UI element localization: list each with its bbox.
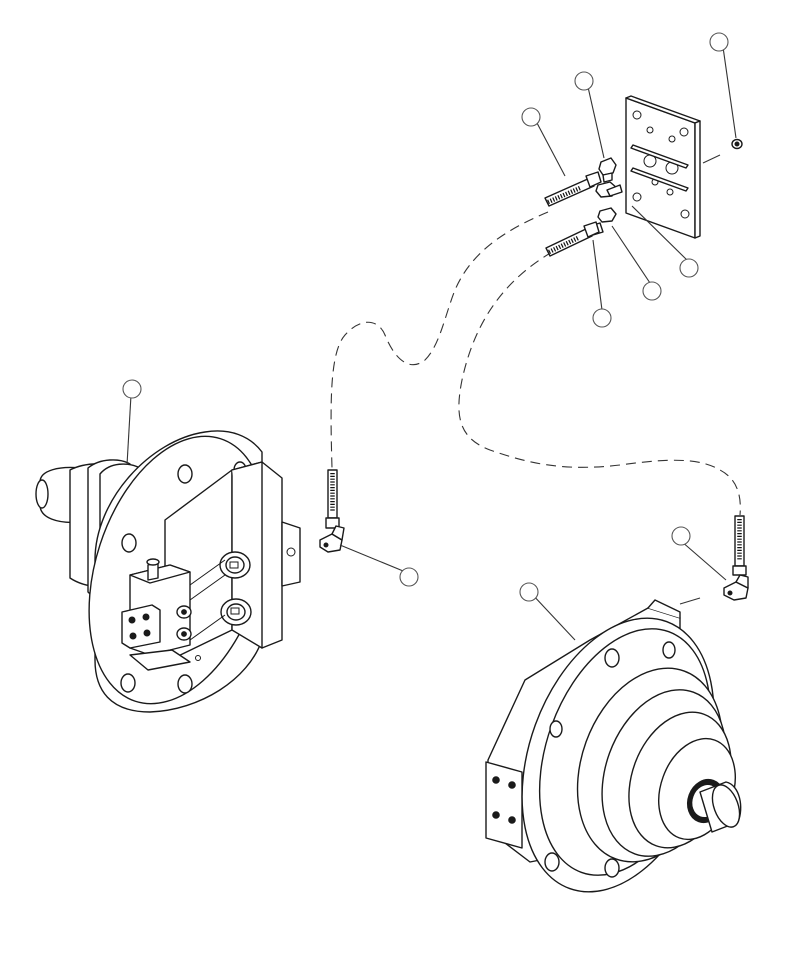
callout-5 bbox=[642, 281, 662, 301]
callout-8 bbox=[399, 567, 419, 587]
hose-route-left bbox=[330, 211, 549, 469]
callout-balloons bbox=[122, 32, 729, 602]
callout-2 bbox=[574, 71, 594, 91]
hose-end-right bbox=[732, 515, 747, 576]
callout-3 bbox=[521, 107, 541, 127]
hose-end-lower bbox=[545, 221, 600, 257]
wheel-motor-left bbox=[35, 430, 301, 713]
hose-end-left bbox=[325, 469, 340, 529]
callout-4 bbox=[679, 258, 699, 278]
hose-routes bbox=[330, 211, 741, 516]
callout-6 bbox=[592, 308, 612, 328]
callout-9 bbox=[671, 526, 691, 546]
fitting-group-upper bbox=[595, 157, 623, 198]
callout-7 bbox=[122, 379, 142, 399]
elbow-fitting-right bbox=[723, 574, 749, 601]
hose-end-upper bbox=[544, 171, 602, 207]
hose-route-right bbox=[458, 251, 741, 516]
wheel-motor-right bbox=[485, 599, 742, 893]
callout-10 bbox=[519, 582, 539, 602]
callout-1 bbox=[709, 32, 729, 52]
elbow-fitting-left bbox=[319, 525, 345, 553]
valve-plate bbox=[625, 95, 701, 239]
leader-lines bbox=[126, 46, 737, 641]
nut-small bbox=[731, 138, 743, 150]
